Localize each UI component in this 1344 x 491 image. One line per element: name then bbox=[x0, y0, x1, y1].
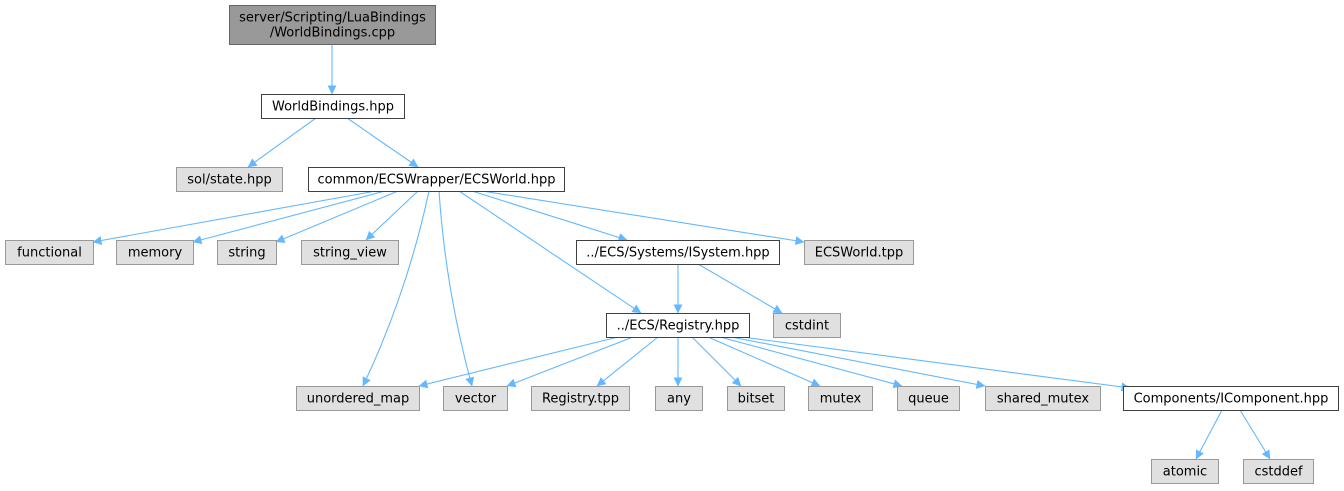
node-memory: memory bbox=[116, 240, 194, 265]
node-box bbox=[773, 313, 841, 338]
node-box bbox=[808, 386, 873, 411]
node-box bbox=[897, 386, 960, 411]
edge-isystem-to-cstdint bbox=[697, 263, 783, 314]
node-box bbox=[727, 386, 785, 411]
node-label: functional bbox=[17, 246, 82, 261]
node-label: sol/state.hpp bbox=[187, 173, 272, 188]
edge-registry_hpp-to-mutex bbox=[707, 336, 821, 387]
edge-worldbindings_hpp-to-ecsworld_hpp bbox=[346, 117, 419, 168]
node-label: unordered_map bbox=[307, 392, 410, 407]
node-sol_state: sol/state.hpp bbox=[176, 167, 283, 192]
edge-ecsworld_hpp-to-string bbox=[275, 190, 399, 243]
node-box bbox=[804, 240, 914, 265]
edge-ecsworld_hpp-to-isystem bbox=[471, 190, 628, 242]
node-functional: functional bbox=[5, 240, 94, 265]
node-label: bitset bbox=[738, 392, 775, 407]
node-box bbox=[443, 386, 508, 411]
node-ecsworld_hpp[interactable]: common/ECSWrapper/ECSWorld.hpp bbox=[308, 167, 565, 192]
node-box bbox=[576, 240, 780, 265]
node-box bbox=[217, 240, 277, 265]
node-label: string bbox=[228, 246, 265, 261]
node-box bbox=[1123, 386, 1339, 411]
edge-registry_hpp-to-queue bbox=[719, 336, 903, 389]
node-box bbox=[1243, 459, 1314, 484]
node-isystem[interactable]: ../ECS/Systems/ISystem.hpp bbox=[576, 240, 780, 265]
edge-ecsworld_hpp-to-vector bbox=[438, 190, 475, 387]
edge-worldbindings_hpp-to-sol_state bbox=[247, 117, 317, 168]
node-label: cstdint bbox=[785, 319, 829, 334]
node-label: ECSWorld.tpp bbox=[815, 246, 904, 261]
node-label: string_view bbox=[313, 246, 387, 261]
edge-icomponent-to-cstddef bbox=[1239, 409, 1271, 460]
node-box bbox=[176, 167, 283, 192]
node-label: ../ECS/Systems/ISystem.hpp bbox=[586, 246, 769, 261]
node-box bbox=[985, 386, 1101, 411]
node-unordered_map: unordered_map bbox=[296, 386, 420, 411]
node-label: any bbox=[667, 392, 691, 407]
node-root[interactable]: server/Scripting/LuaBindings/WorldBindin… bbox=[229, 5, 436, 45]
node-mutex: mutex bbox=[808, 386, 873, 411]
node-label: ../ECS/Registry.hpp bbox=[617, 319, 740, 334]
node-label: shared_mutex bbox=[997, 392, 1090, 407]
edge-ecsworld_hpp-to-functional bbox=[92, 190, 377, 245]
node-label: common/ECSWrapper/ECSWorld.hpp bbox=[317, 173, 555, 188]
edge-registry_hpp-to-unordered_map bbox=[418, 336, 619, 389]
edge-registry_hpp-to-icomponent bbox=[741, 336, 1131, 392]
node-label: /WorldBindings.cpp bbox=[270, 26, 395, 41]
node-box bbox=[116, 240, 194, 265]
node-atomic: atomic bbox=[1151, 459, 1219, 484]
node-box bbox=[261, 94, 405, 119]
edge-icomponent-to-atomic bbox=[1195, 409, 1223, 460]
node-ecsworld_tpp: ECSWorld.tpp bbox=[804, 240, 914, 265]
node-label: cstddef bbox=[1254, 465, 1303, 480]
node-box bbox=[531, 386, 630, 411]
node-label: vector bbox=[455, 392, 497, 407]
node-label: WorldBindings.hpp bbox=[272, 100, 394, 115]
edge-registry_hpp-to-registry_tpp bbox=[596, 336, 659, 387]
node-label: atomic bbox=[1163, 465, 1207, 480]
node-worldbindings_hpp[interactable]: WorldBindings.hpp bbox=[261, 94, 405, 119]
node-box bbox=[5, 240, 94, 265]
node-label: mutex bbox=[820, 392, 862, 407]
node-string_view: string_view bbox=[301, 240, 399, 265]
node-box bbox=[308, 167, 565, 192]
node-box bbox=[1151, 459, 1219, 484]
edge-ecsworld_hpp-to-ecsworld_tpp bbox=[481, 190, 805, 246]
node-label: memory bbox=[128, 246, 183, 261]
node-box bbox=[296, 386, 420, 411]
node-shared_mutex: shared_mutex bbox=[985, 386, 1101, 411]
node-box bbox=[229, 5, 436, 45]
node-label: Registry.tpp bbox=[542, 392, 619, 407]
nodes-layer: server/Scripting/LuaBindings/WorldBindin… bbox=[5, 5, 1339, 484]
node-registry_tpp: Registry.tpp bbox=[531, 386, 630, 411]
node-label: server/Scripting/LuaBindings bbox=[239, 11, 426, 26]
edge-ecsworld_hpp-to-memory bbox=[192, 190, 386, 245]
node-string: string bbox=[217, 240, 277, 265]
edge-ecsworld_hpp-to-string_view bbox=[365, 190, 419, 241]
node-cstdint: cstdint bbox=[773, 313, 841, 338]
edges-layer bbox=[92, 44, 1271, 460]
node-icomponent[interactable]: Components/IComponent.hpp bbox=[1123, 386, 1339, 411]
node-label: Components/IComponent.hpp bbox=[1134, 392, 1329, 407]
edge-registry_hpp-to-bitset bbox=[691, 336, 742, 387]
node-queue: queue bbox=[897, 386, 960, 411]
node-box bbox=[606, 313, 750, 338]
node-registry_hpp[interactable]: ../ECS/Registry.hpp bbox=[606, 313, 750, 338]
edge-registry_hpp-to-vector bbox=[506, 336, 634, 388]
node-label: queue bbox=[908, 392, 949, 407]
node-bitset: bitset bbox=[727, 386, 785, 411]
edge-registry_hpp-to-shared_mutex bbox=[730, 336, 986, 389]
node-box bbox=[301, 240, 399, 265]
node-vector: vector bbox=[443, 386, 508, 411]
edge-ecsworld_hpp-to-unordered_map bbox=[362, 190, 430, 387]
node-cstddef: cstddef bbox=[1243, 459, 1314, 484]
node-box bbox=[655, 386, 703, 411]
node-any: any bbox=[655, 386, 703, 411]
edge-ecsworld_hpp-to-registry_hpp bbox=[458, 190, 642, 314]
